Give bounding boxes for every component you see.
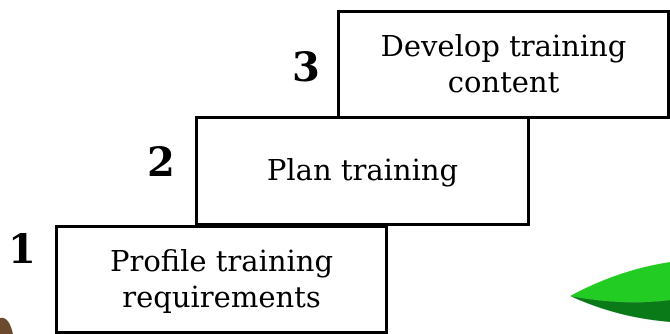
step-2-label-line-1: Plan training	[266, 153, 459, 188]
step-1-number: 1	[8, 226, 36, 273]
step-1-label-line-2: requirements	[122, 279, 321, 314]
green-leaf-shadow	[570, 296, 670, 322]
step-3-label-line-2: content	[447, 64, 560, 99]
step-1-box: Profile training requirements	[55, 225, 388, 334]
step-3-label-line-1: Develop training	[380, 29, 627, 64]
brown-shape-decoration	[0, 317, 13, 334]
step-1-label-line-1: Profile training	[109, 244, 334, 279]
step-3-number: 3	[292, 44, 320, 91]
step-3-box: Develop training content	[337, 10, 670, 119]
step-2-number: 2	[147, 139, 175, 186]
green-leaf-decoration	[570, 262, 670, 303]
step-1-label: Profile training requirements	[110, 244, 333, 315]
step-2-box: Plan training	[195, 116, 530, 226]
step-2-label: Plan training	[267, 153, 458, 188]
step-3-label: Develop training content	[381, 29, 627, 100]
